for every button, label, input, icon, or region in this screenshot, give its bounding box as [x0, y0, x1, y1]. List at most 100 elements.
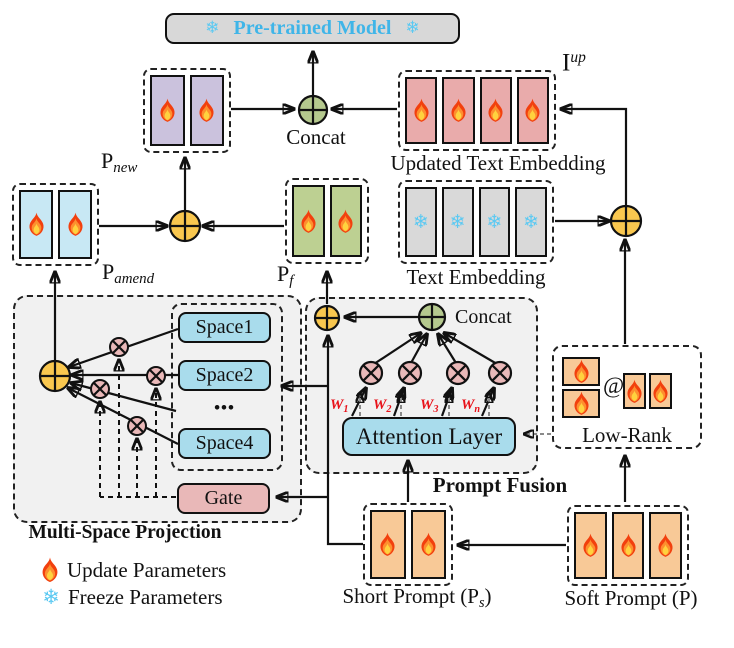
span-shape: Soft Prompt ( [564, 586, 679, 610]
low-rank-column-matrix [562, 357, 600, 425]
svg-shape [573, 359, 589, 383]
space4-box: Space4 [178, 428, 271, 459]
arrow-muln-to-concat [444, 333, 498, 365]
embedding-cell [623, 373, 646, 409]
path-shape [625, 544, 631, 555]
multiply-node-msp-4 [127, 416, 147, 436]
p-f-box [285, 178, 369, 264]
embedding-cell [479, 77, 512, 144]
embedding-cell [292, 185, 325, 257]
span-shape: amend [114, 271, 155, 288]
flame-icon [572, 359, 591, 384]
concat-node-fusion [417, 302, 447, 332]
embedding-cell [410, 510, 446, 579]
span-shape: W [461, 397, 475, 413]
arrow-space3-to-msp-sum [71, 383, 177, 413]
path-shape [491, 364, 509, 382]
embedding-cell [58, 190, 92, 259]
path-shape [148, 368, 164, 384]
multiply-node-fusion-2 [397, 360, 423, 386]
soft-prompt-box [567, 505, 689, 586]
path-shape [170, 211, 200, 241]
p-new-box [143, 68, 231, 153]
span-shape: up [570, 49, 586, 66]
flame-icon [486, 98, 505, 123]
legend-freeze-label: Freeze Parameters [68, 585, 223, 609]
flame-icon [523, 98, 542, 123]
embedding-cell [442, 77, 475, 144]
path-shape [657, 390, 664, 401]
span-shape: P [678, 586, 691, 610]
p-f-label: Pf [277, 261, 294, 290]
svg-shape [160, 98, 175, 122]
soft-prompt-label: Soft Prompt (P) [547, 586, 715, 610]
flame-icon [419, 532, 438, 557]
path-shape [33, 223, 39, 234]
svg-shape [653, 379, 668, 403]
embedding-cell [562, 389, 600, 418]
svg-shape [583, 533, 598, 557]
path-shape [529, 109, 536, 120]
span-shape: new [113, 160, 138, 177]
path-shape [401, 364, 419, 382]
low-rank-row-matrix [623, 373, 697, 409]
span-shape: 1 [343, 403, 349, 415]
span-shape: P [102, 259, 115, 284]
svg-shape [380, 532, 395, 556]
path-shape [203, 109, 210, 120]
span-shape: P [101, 148, 114, 173]
space4-label: Space4 [195, 432, 254, 454]
w3-label: W3 [420, 397, 438, 415]
short-prompt-label: Short Prompt (Ps) [327, 584, 507, 612]
multiply-node-fusion-3 [445, 360, 471, 386]
path-shape [384, 543, 391, 554]
gate-box: Gate [177, 483, 270, 514]
svg-shape [488, 98, 503, 122]
flame-icon [449, 98, 468, 123]
flame-icon [378, 532, 397, 557]
span-shape: P [277, 261, 290, 286]
w1-label: W1 [330, 397, 348, 415]
span-shape: I [562, 49, 571, 77]
multiply-node-msp-3 [90, 379, 110, 399]
span-shape: Short Prompt ( [342, 584, 468, 608]
path-shape [611, 206, 641, 236]
span-shape: W [330, 397, 344, 413]
arrow-attention-w2 [392, 388, 404, 417]
wn-label: Wn [461, 397, 480, 415]
path-shape [631, 390, 638, 401]
embedding-cell [562, 357, 600, 386]
flame-icon [625, 379, 644, 404]
embedding-cell [189, 75, 224, 146]
flame-icon [619, 533, 638, 558]
path-shape [587, 544, 594, 555]
flame-icon [572, 391, 591, 416]
multiply-node-fusion-n [487, 360, 513, 386]
space-ellipsis: ••• [214, 398, 235, 417]
path-shape [662, 544, 669, 555]
space2-box: Space2 [178, 360, 271, 391]
embedding-cell [150, 75, 185, 146]
arrow-attention-w3 [440, 388, 452, 417]
span-shape: f [289, 273, 294, 290]
svg-shape [573, 391, 589, 415]
svg-shape [42, 557, 58, 582]
svg-shape [301, 209, 316, 233]
span-shape: 3 [433, 403, 439, 415]
embedding-cell [329, 185, 362, 257]
p-amend-box [12, 183, 99, 266]
flame-icon [656, 533, 675, 558]
multiply-node-fusion-1 [358, 360, 384, 386]
snowflake-icon: ❄ [523, 210, 540, 233]
path-shape [305, 220, 312, 231]
span-shape: P [467, 584, 479, 608]
arrow-mul2-to-concat [410, 334, 427, 364]
flame-icon [581, 533, 600, 558]
embedding-cell [611, 512, 645, 579]
span-shape: ) [484, 584, 492, 608]
embedding-cell [19, 190, 53, 259]
embedding-cell [370, 510, 406, 579]
svg-shape [199, 98, 214, 122]
flame-icon [40, 557, 60, 583]
